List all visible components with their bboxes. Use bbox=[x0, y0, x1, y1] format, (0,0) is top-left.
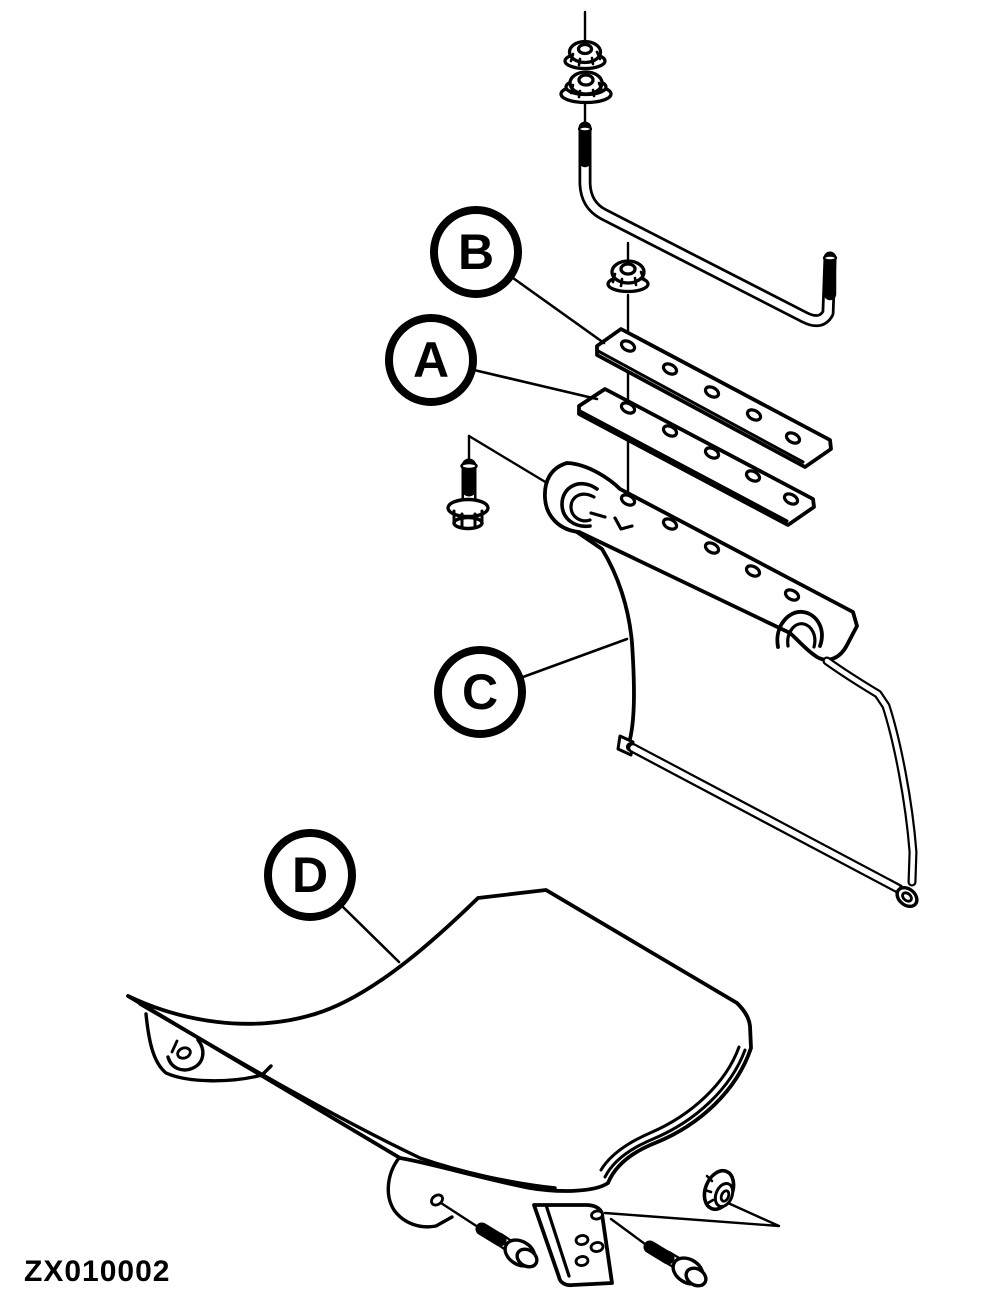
callout-b-label: B bbox=[457, 224, 495, 280]
callout-d-label: D bbox=[291, 847, 329, 903]
hex-flange-bolt-bottom-right bbox=[609, 1217, 708, 1288]
callout-b[interactable]: B bbox=[430, 206, 522, 298]
hex-flange-bolt-bottom-left bbox=[439, 1201, 539, 1269]
callout-d[interactable]: D bbox=[264, 829, 356, 921]
bottom-leader-lines bbox=[603, 1201, 781, 1228]
j-rod-bolt bbox=[577, 121, 838, 328]
shield-plate-d bbox=[126, 888, 753, 1229]
flange-nut-bottom bbox=[702, 1168, 736, 1212]
flange-nut-middle bbox=[606, 241, 650, 497]
image-code: ZX010002 bbox=[24, 1255, 171, 1288]
callout-leader-lines bbox=[340, 276, 629, 964]
mounting-bracket bbox=[532, 1203, 614, 1288]
callout-a[interactable]: A bbox=[385, 314, 477, 406]
mounting-bar-c bbox=[543, 461, 859, 662]
deflector-sheet bbox=[575, 530, 919, 909]
callout-c-label: C bbox=[461, 664, 499, 720]
flange-bolt-left bbox=[446, 434, 554, 531]
callout-c[interactable]: C bbox=[434, 646, 526, 738]
flange-nut-top-upper bbox=[563, 39, 607, 71]
strap-plate-a bbox=[577, 387, 816, 527]
callout-a-label: A bbox=[412, 332, 450, 388]
strap-plate-b bbox=[595, 327, 833, 469]
flange-nut-top-lower bbox=[559, 70, 613, 105]
